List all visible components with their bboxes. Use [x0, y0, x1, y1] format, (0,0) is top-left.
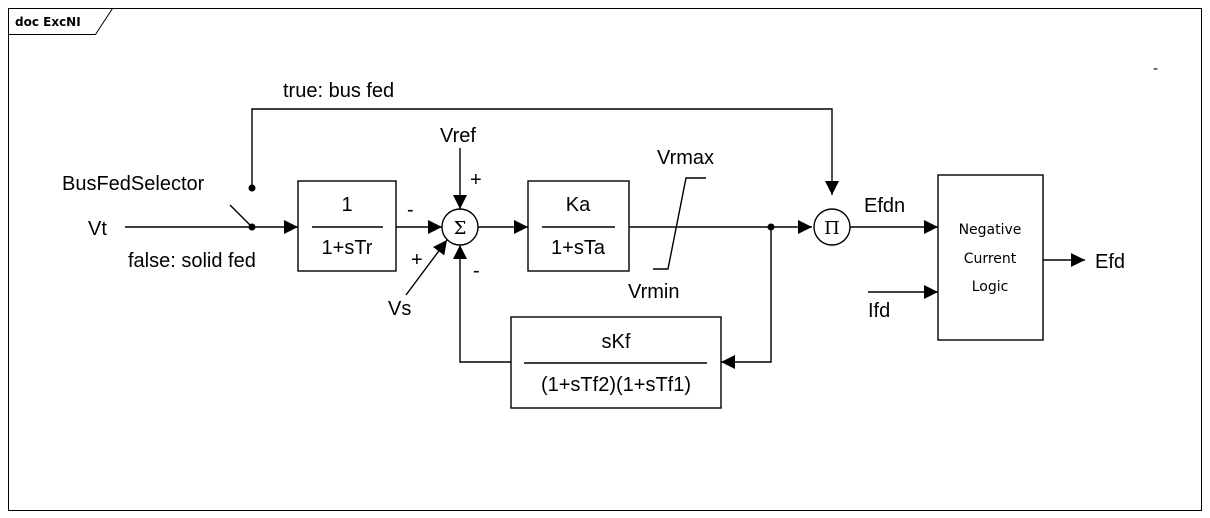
vt-label: Vt	[88, 218, 107, 240]
sum-lower-left-sign: +	[411, 249, 423, 271]
sum-top-sign: +	[470, 169, 482, 191]
ncl-line1: Negative	[959, 222, 1022, 238]
ncl-line3: Logic	[972, 279, 1009, 295]
tr-numerator: 1	[341, 194, 352, 216]
corner-mark: -	[1153, 61, 1158, 77]
tr-block	[297, 180, 397, 272]
tf-numerator: sKf	[602, 331, 631, 353]
ncl-line2: Current	[964, 251, 1017, 267]
vs-arrow	[405, 239, 448, 296]
tr-denominator: 1+sTr	[322, 237, 373, 259]
ta-numerator: Ka	[566, 194, 591, 216]
ifd-label: Ifd	[868, 300, 890, 322]
ncl-block	[937, 174, 1044, 341]
bus-fed-line	[251, 108, 839, 195]
tf-denominator: (1+sTf2)(1+sTf1)	[541, 374, 691, 396]
feedback-to-tf-arrow	[721, 227, 772, 369]
prod-symbol: Π	[824, 218, 840, 239]
frame-border	[8, 8, 1202, 511]
frame-title: doc ExcNI	[15, 15, 81, 29]
vrmax-label: Vrmax	[657, 147, 714, 169]
limiter-symbol	[653, 177, 706, 270]
frame-tab	[8, 8, 113, 35]
sum-left-sign: -	[407, 199, 414, 221]
sum-bottom-sign: -	[473, 260, 480, 282]
selector-name: BusFedSelector	[62, 173, 205, 195]
efdn-label: Efdn	[864, 195, 905, 217]
efd-label: Efd	[1095, 251, 1125, 273]
vrmin-label: Vrmin	[628, 281, 679, 303]
sum-symbol: Σ	[454, 218, 467, 239]
ta-block	[527, 180, 630, 272]
selector-pointer	[229, 204, 251, 226]
vs-label: Vs	[388, 298, 411, 320]
selector-false-label: false: solid fed	[128, 250, 256, 272]
tf-to-sum-arrow	[453, 245, 511, 363]
vref-label: Vref	[440, 125, 476, 147]
ta-denominator: 1+sTa	[551, 237, 606, 259]
selector-true-label: true: bus fed	[283, 80, 394, 102]
